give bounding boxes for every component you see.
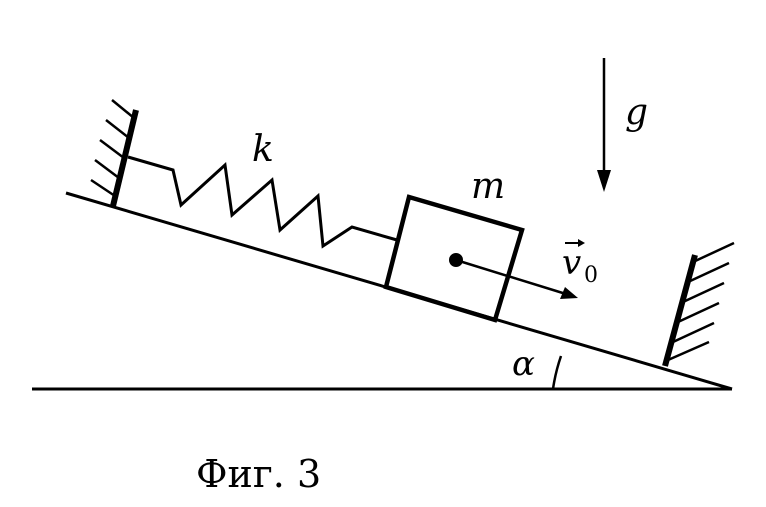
spring-constant-label: k [252,129,274,170]
velocity-vector-head [578,239,585,247]
velocity-arrow-shaft [455,258,567,296]
velocity-label: v 0 [562,239,598,288]
left-wall [90,99,139,207]
angle-label: α [512,344,535,384]
gravity-label: g [625,92,648,133]
mass-block [383,194,525,323]
spring [127,155,398,249]
angle-arc [551,355,563,390]
right-wall [662,241,735,367]
velocity-subscript: 0 [584,263,598,288]
velocity-symbol: v [562,243,581,283]
figure-caption: Фиг. 3 [196,452,321,496]
velocity-arrowhead [560,287,578,299]
gravity-arrowhead [597,170,611,192]
mass-label: m [471,166,505,207]
